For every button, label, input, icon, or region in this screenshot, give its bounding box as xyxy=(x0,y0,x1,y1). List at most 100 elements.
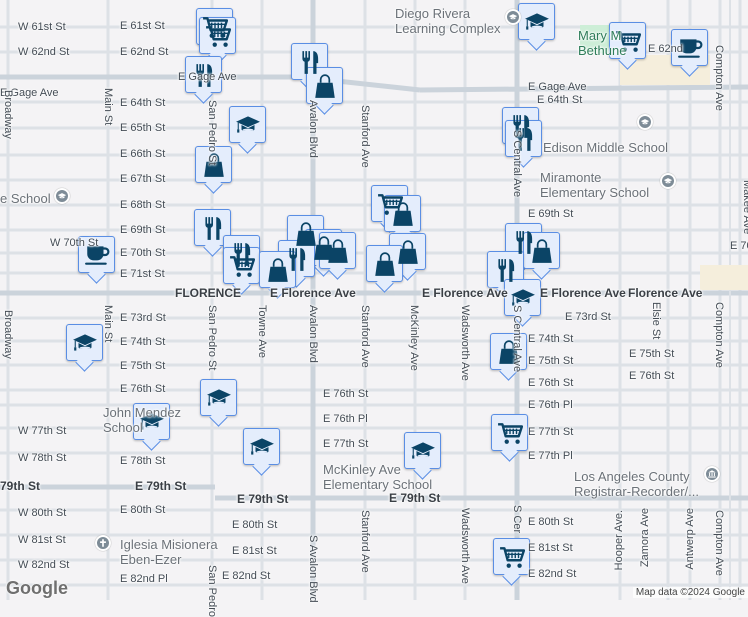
street-label: E 79th St xyxy=(237,492,289,506)
church-icon[interactable] xyxy=(95,535,111,551)
street-label: Compton Ave xyxy=(713,302,725,368)
street-label: E 71st St xyxy=(120,268,165,280)
grocery-store-marker[interactable] xyxy=(223,247,260,284)
restaurant-marker[interactable] xyxy=(185,56,222,93)
fork-knife-icon xyxy=(302,51,319,74)
street-label: E 75th St xyxy=(629,348,675,360)
street-label: E 76th Pl xyxy=(323,413,368,425)
street-label: E 81st St xyxy=(528,542,573,554)
street-label: Zamora Ave xyxy=(639,508,651,568)
street-label: E 76th St xyxy=(120,383,166,395)
school-icon[interactable] xyxy=(637,114,653,130)
shopping-marker[interactable] xyxy=(384,195,421,232)
map-attribution[interactable]: Map data ©2024 Google xyxy=(632,587,748,598)
school-marker[interactable] xyxy=(504,279,541,316)
road xyxy=(419,84,748,93)
graduation-cap-icon xyxy=(235,115,261,134)
street-label: E 80th St xyxy=(528,516,574,528)
street-label: W 70th St xyxy=(50,237,99,249)
street-label: S Central Ave xyxy=(511,130,523,198)
street-label: 79th St xyxy=(0,479,41,493)
street-label: E 77th St xyxy=(528,426,574,438)
street-map[interactable] xyxy=(0,0,748,600)
street-label: E 75th St xyxy=(528,355,574,367)
shopping-bag-icon xyxy=(392,202,414,227)
place-label[interactable]: Diego Rivera Learning Complex xyxy=(395,6,501,36)
street-label: San Pedro xyxy=(206,565,218,617)
street-label: E 78th St xyxy=(120,455,166,467)
school-marker[interactable] xyxy=(229,106,266,143)
street-label: E 69th St xyxy=(528,208,574,220)
school-marker[interactable] xyxy=(200,379,237,416)
shopping-marker[interactable] xyxy=(366,245,403,282)
school-icon[interactable] xyxy=(54,188,70,204)
street-label: E 70th St xyxy=(120,247,166,259)
school-icon[interactable] xyxy=(505,9,521,25)
street-label: E 62nd St xyxy=(120,46,169,58)
street-label: E 82nd St xyxy=(222,570,271,582)
shopping-marker[interactable] xyxy=(490,333,527,370)
street-label: E 67th St xyxy=(120,173,166,185)
street-label: W 80th St xyxy=(18,507,67,519)
street-label: S Cer xyxy=(511,505,523,534)
grocery-store-marker[interactable] xyxy=(493,538,530,575)
street-label: Compton Ave xyxy=(713,510,725,576)
place-label[interactable]: John Mendez School xyxy=(103,405,182,435)
school-marker[interactable] xyxy=(518,3,555,40)
restaurant-marker[interactable] xyxy=(502,107,539,144)
grocery-store-marker[interactable] xyxy=(199,17,236,54)
graduation-cap-icon xyxy=(524,12,550,31)
street-label: Wadsworth Ave xyxy=(459,305,471,381)
graduation-cap-icon xyxy=(410,441,436,460)
restaurant-marker[interactable] xyxy=(505,120,542,157)
street-label: E 64th St xyxy=(537,94,583,106)
place-label[interactable]: Iglesia Misionera Eben-Ezer xyxy=(120,537,218,567)
shopping-marker[interactable] xyxy=(319,232,356,269)
street-label: S Central Ave xyxy=(511,305,523,373)
place-label[interactable]: Miramonte Elementary School xyxy=(540,170,650,200)
street-label: Stanford Ave xyxy=(359,105,371,168)
street-label: E 61st St xyxy=(120,20,165,32)
shopping-marker[interactable] xyxy=(389,233,426,270)
grocery-store-marker[interactable] xyxy=(609,22,646,59)
cafe-marker[interactable] xyxy=(78,236,115,273)
street-label: E 69th St xyxy=(120,224,166,236)
place-label[interactable]: e School xyxy=(0,191,51,206)
cafe-marker[interactable] xyxy=(671,29,708,66)
school-icon[interactable] xyxy=(660,173,676,189)
school-marker[interactable] xyxy=(66,324,103,361)
government-building-icon[interactable] xyxy=(704,466,720,482)
shopping-bag-icon xyxy=(267,258,289,283)
street-label: E 82nd Pl xyxy=(120,573,168,585)
place-label[interactable]: Edison Middle School xyxy=(543,140,669,155)
graduation-cap-icon xyxy=(72,333,98,352)
shopping-marker[interactable] xyxy=(259,251,296,288)
street-label: E Gage Ave xyxy=(528,81,587,93)
graduation-cap-icon xyxy=(206,388,232,407)
school-marker[interactable] xyxy=(243,428,280,465)
school-marker[interactable] xyxy=(404,432,441,469)
street-label: E 73rd St xyxy=(120,312,166,324)
shopping-marker[interactable] xyxy=(195,146,232,183)
place-label[interactable]: Los Angeles County Registrar-Recorder/..… xyxy=(574,469,699,499)
place-label[interactable]: Mary M Bethune xyxy=(578,28,627,58)
street-label: E 68th St xyxy=(120,199,166,211)
google-logo: Google xyxy=(6,578,68,598)
street-label: E 79th St xyxy=(135,479,187,493)
restaurant-marker[interactable] xyxy=(487,251,524,288)
restaurant-marker[interactable] xyxy=(194,209,231,246)
shopping-marker[interactable] xyxy=(306,67,343,104)
street-label: E 75th St xyxy=(120,360,166,372)
street-label: Elsie St xyxy=(650,302,662,340)
street-label: E 80th St xyxy=(232,519,278,531)
street-label: San Pedro St xyxy=(206,305,218,371)
grocery-store-marker[interactable] xyxy=(491,414,528,451)
school-marker[interactable] xyxy=(133,403,170,440)
street-label: W 82nd St xyxy=(18,559,70,571)
shopping-marker[interactable] xyxy=(523,232,560,269)
place-label[interactable]: McKinley Ave Elementary School xyxy=(323,462,433,492)
street-label: Stanford Ave xyxy=(359,510,371,573)
street-label: E 65th St xyxy=(120,122,166,134)
shopping-cart-icon xyxy=(205,26,231,49)
street-label: W 62nd St xyxy=(18,46,70,58)
